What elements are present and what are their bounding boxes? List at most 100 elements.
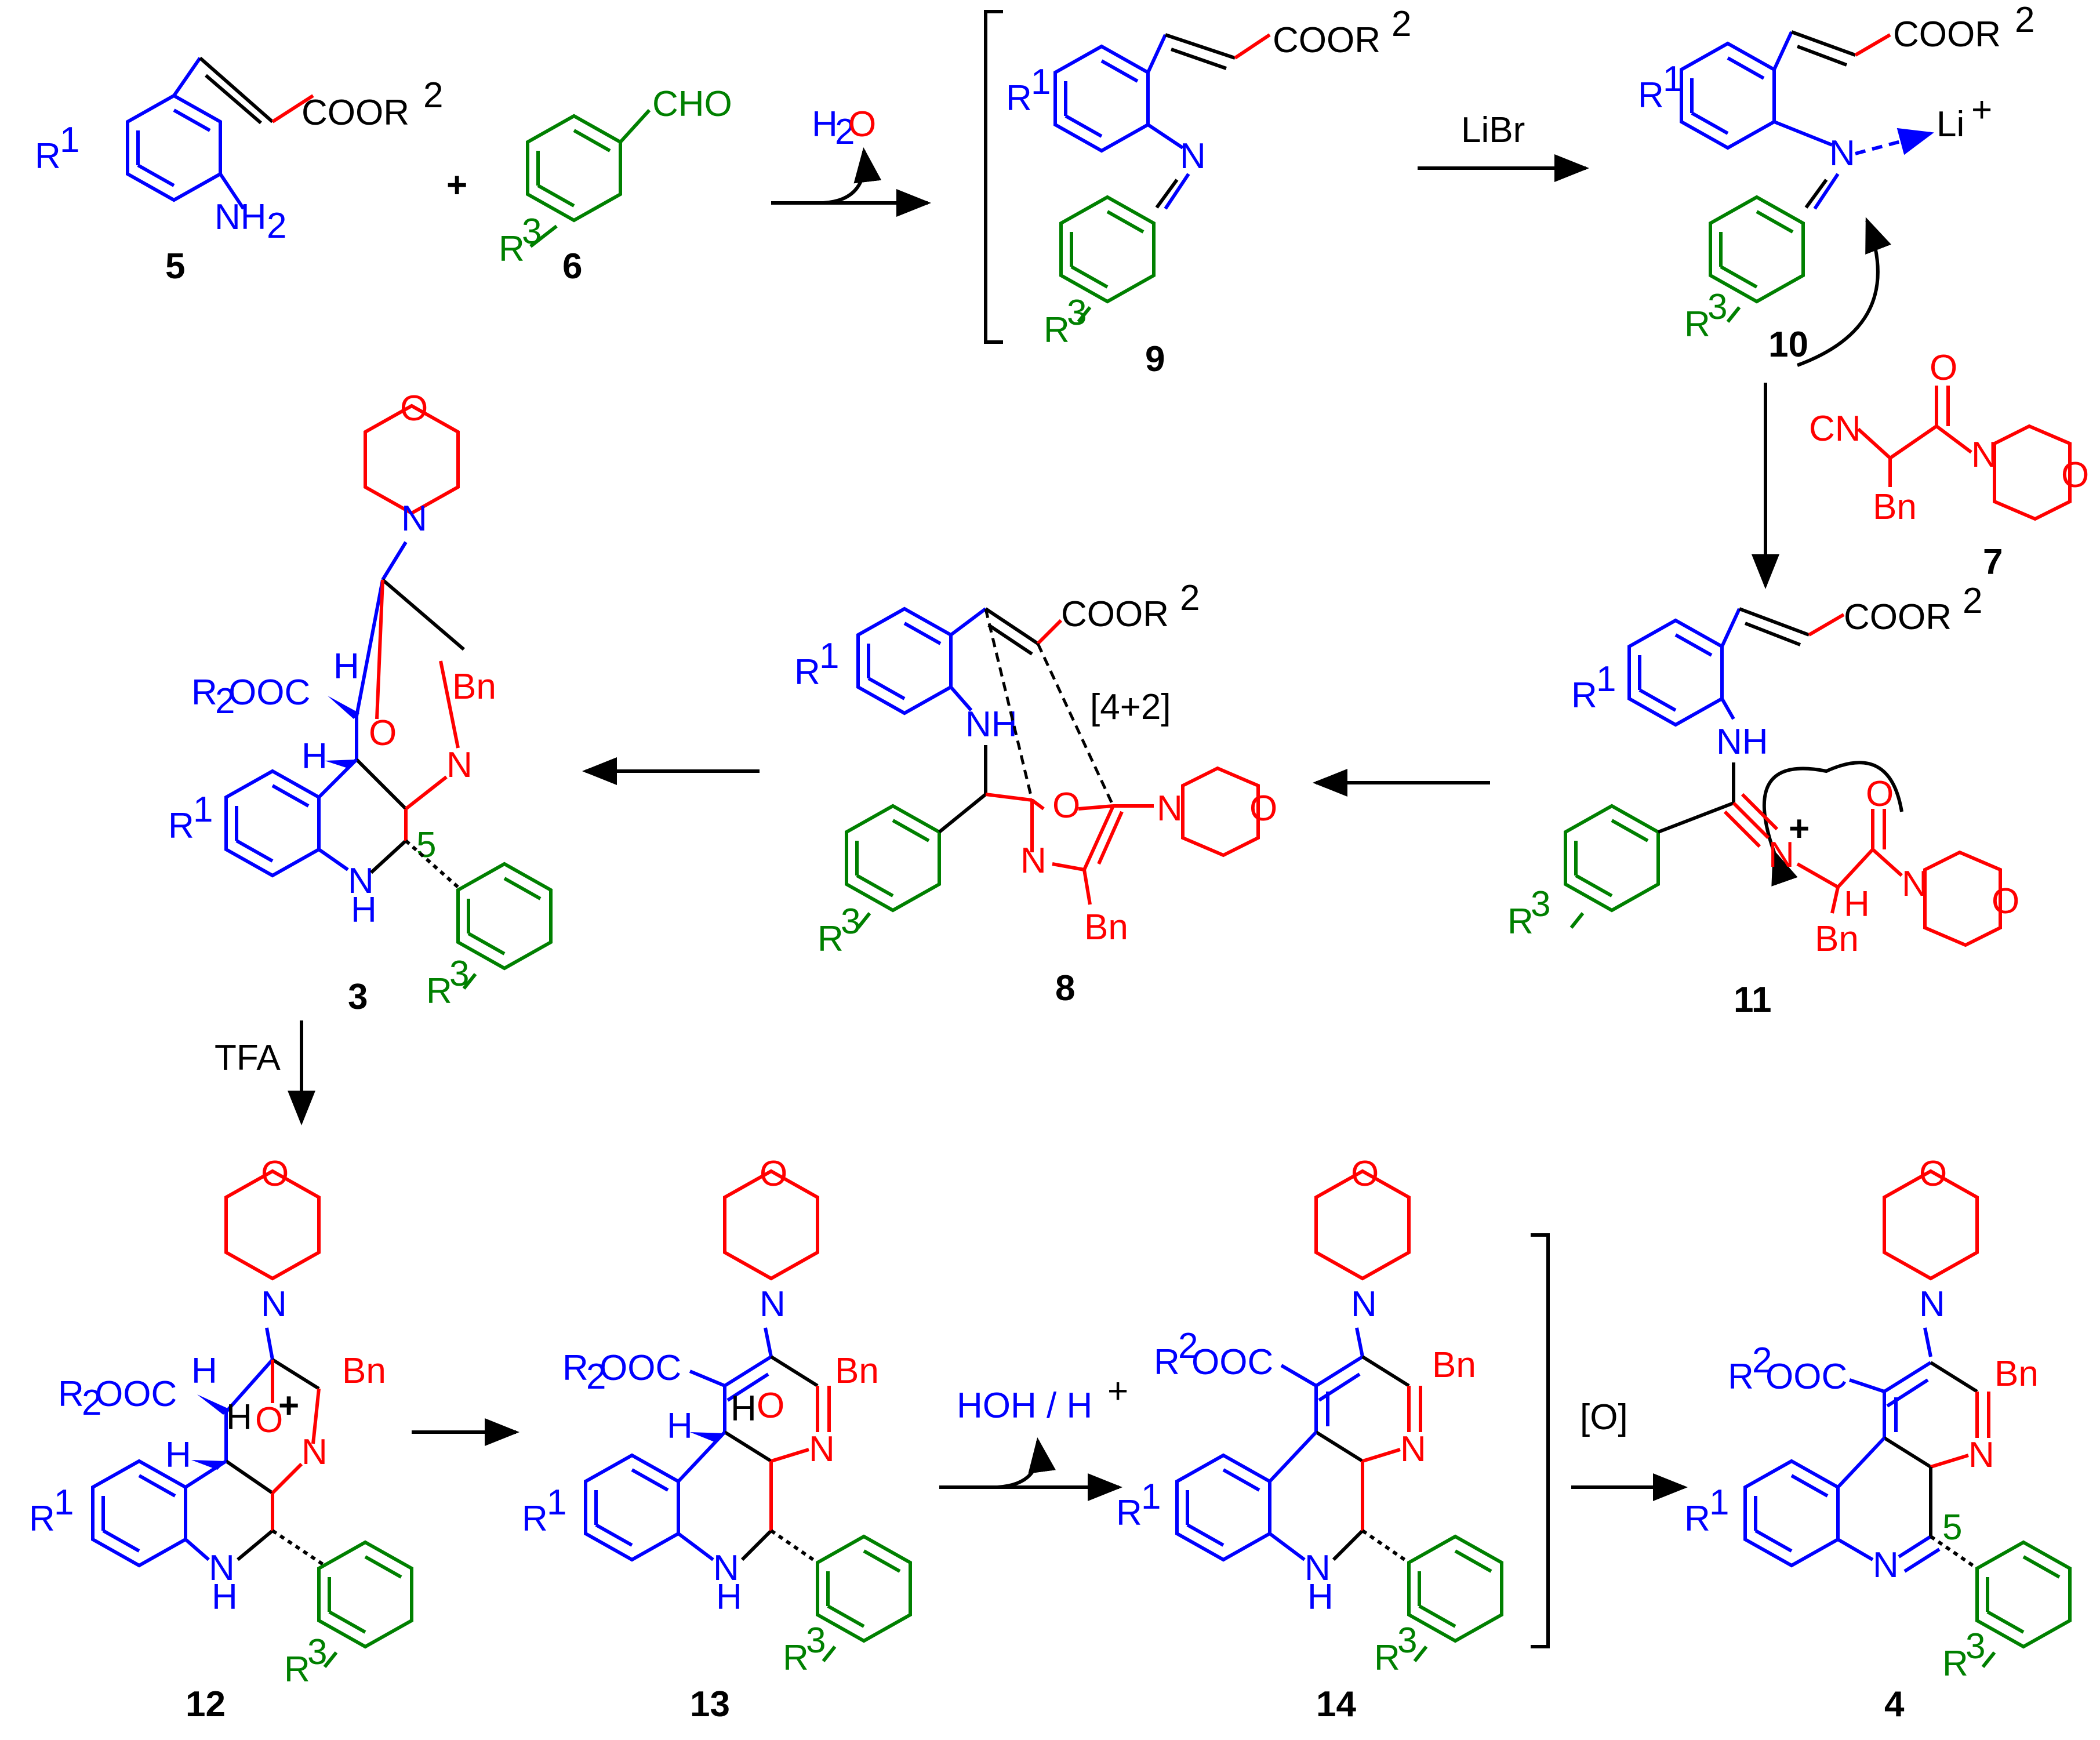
- svg-text:1: 1: [1709, 1483, 1729, 1523]
- svg-text:+: +: [1971, 90, 1992, 130]
- svg-text:Li: Li: [1936, 104, 1964, 144]
- compound-number-13: 13: [690, 1684, 730, 1724]
- svg-text:O: O: [1052, 786, 1080, 826]
- svg-text:OOC: OOC: [95, 1374, 177, 1414]
- tfa-arrow: TFA: [215, 1020, 315, 1125]
- compound-3: O N R 2 OOC H Bn N O H R 1 N H 5 R 3 3: [168, 388, 553, 1017]
- svg-text:3: 3: [1707, 287, 1727, 327]
- svg-text:H: H: [333, 646, 359, 686]
- right-bracket: [1531, 1233, 1550, 1648]
- condensation-arrow: H 2 O: [771, 104, 931, 217]
- compound-number-6: 6: [562, 246, 582, 286]
- svg-text:R: R: [29, 1499, 55, 1539]
- svg-text:CHO: CHO: [652, 84, 732, 124]
- svg-text:+: +: [1789, 809, 1810, 849]
- svg-text:R: R: [284, 1650, 310, 1690]
- svg-text:R: R: [1116, 1493, 1142, 1533]
- svg-text:N: N: [1829, 133, 1855, 173]
- svg-text:1: 1: [547, 1483, 566, 1523]
- svg-text:O: O: [2061, 455, 2089, 495]
- svg-text:O: O: [1866, 774, 1894, 814]
- svg-text:Bn: Bn: [1084, 907, 1128, 947]
- compound-number-10: 10: [1768, 325, 1808, 365]
- svg-text:R: R: [35, 136, 61, 176]
- svg-text:N: N: [1873, 1545, 1899, 1585]
- svg-text:2: 2: [1963, 581, 1982, 621]
- svg-text:O: O: [1930, 348, 1957, 388]
- svg-text:R: R: [1044, 310, 1070, 350]
- svg-text:R: R: [58, 1374, 84, 1414]
- svg-text:OOC: OOC: [228, 673, 310, 713]
- svg-text:3: 3: [1531, 884, 1550, 924]
- svg-text:N: N: [348, 861, 374, 901]
- svg-text:5: 5: [416, 825, 436, 865]
- svg-text:N: N: [1919, 1284, 1945, 1324]
- svg-text:1: 1: [193, 790, 213, 830]
- svg-text:R: R: [1571, 675, 1597, 715]
- compound-6: CHO R 3 6: [499, 84, 732, 286]
- oxidation-arrow: [O]: [1571, 1397, 1688, 1501]
- svg-text:O: O: [400, 388, 428, 428]
- svg-text:HOH / H: HOH / H: [957, 1386, 1092, 1426]
- svg-text:TFA: TFA: [215, 1038, 281, 1078]
- compound-number-12: 12: [186, 1684, 226, 1724]
- svg-text:R: R: [562, 1348, 588, 1388]
- compound-9: COOR 2 R 1 N R 3 9: [1006, 4, 1411, 379]
- compound-8: COOR 2 R 1 NH [4+2] R 3 O N Bn N O 8: [794, 578, 1277, 1008]
- ester-label: COOR: [301, 93, 409, 133]
- svg-text:H: H: [731, 1389, 757, 1429]
- svg-text:H: H: [1844, 884, 1870, 924]
- svg-text:H: H: [212, 1577, 238, 1617]
- svg-text:O: O: [255, 1400, 283, 1440]
- svg-text:OOC: OOC: [1191, 1342, 1273, 1382]
- compound-number-9: 9: [1145, 339, 1165, 379]
- compound-12: O N R 2 OOC H Bn N H O + H R 1 N H R 3 1…: [29, 1154, 413, 1724]
- svg-text:N: N: [209, 1548, 235, 1588]
- svg-text:H: H: [1307, 1577, 1334, 1617]
- svg-text:R: R: [1374, 1638, 1400, 1678]
- svg-text:NH: NH: [215, 197, 267, 237]
- compound-number-4: 4: [1884, 1684, 1905, 1724]
- svg-text:R: R: [1728, 1357, 1754, 1397]
- svg-text:O: O: [848, 104, 876, 144]
- svg-text:R: R: [1942, 1644, 1968, 1684]
- svg-text:N: N: [1180, 136, 1206, 176]
- svg-text:5: 5: [1942, 1507, 1962, 1548]
- svg-text:NH: NH: [965, 704, 1018, 744]
- svg-text:Bn: Bn: [835, 1351, 879, 1391]
- svg-text:COOR: COOR: [1061, 594, 1169, 634]
- svg-text:LiBr: LiBr: [1461, 110, 1525, 150]
- svg-text:3: 3: [806, 1621, 826, 1661]
- svg-text:N: N: [1400, 1429, 1426, 1469]
- svg-text:R: R: [1154, 1342, 1180, 1382]
- svg-text:Bn: Bn: [1432, 1345, 1476, 1385]
- svg-text:N: N: [1157, 789, 1183, 829]
- svg-text:N: N: [1305, 1548, 1331, 1588]
- svg-text:N: N: [401, 499, 427, 539]
- svg-text:R: R: [191, 673, 217, 713]
- svg-text:2: 2: [82, 1383, 101, 1423]
- svg-text:R: R: [1684, 304, 1710, 344]
- svg-text:3: 3: [1397, 1621, 1417, 1661]
- svg-text:O: O: [760, 1154, 787, 1194]
- svg-text:3: 3: [449, 954, 469, 994]
- svg-text:R: R: [1638, 75, 1664, 115]
- svg-text:2: 2: [835, 112, 855, 152]
- svg-text:H: H: [667, 1406, 693, 1446]
- svg-text:N: N: [1768, 835, 1794, 875]
- svg-text:R: R: [1684, 1499, 1710, 1539]
- compound-10: COOR 2 R 1 N Li + R 3 10: [1638, 0, 2034, 367]
- compound-number-7: 7: [1983, 542, 2003, 582]
- svg-text:H: H: [716, 1577, 742, 1617]
- svg-text:H: H: [812, 104, 838, 144]
- compound-number-3: 3: [348, 977, 368, 1017]
- svg-text:O: O: [369, 713, 397, 753]
- svg-text:R: R: [168, 806, 194, 846]
- plus-sign: +: [446, 165, 467, 205]
- compound-11: COOR 2 R 1 NH R 3 N + O H Bn N O 11: [1507, 581, 2019, 1020]
- svg-text:1: 1: [1596, 659, 1616, 699]
- svg-text:NH: NH: [1716, 722, 1768, 762]
- svg-text:O: O: [757, 1386, 784, 1426]
- compound-4: O N R 2 OOC Bn N R 1 N 5 R 3 4: [1684, 1154, 2072, 1724]
- svg-text:N: N: [713, 1548, 739, 1588]
